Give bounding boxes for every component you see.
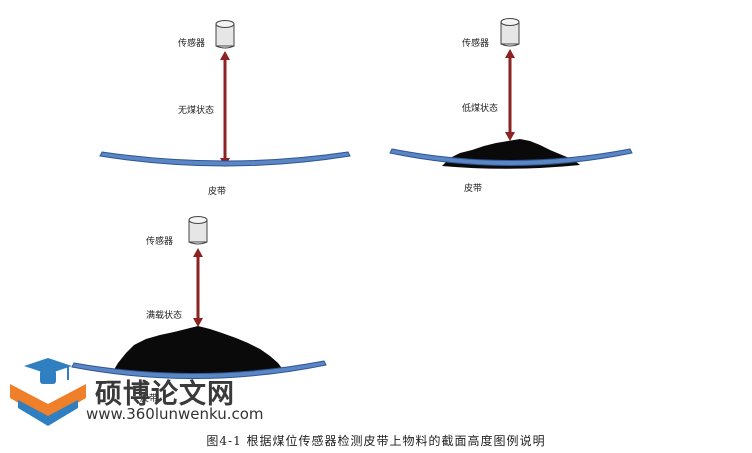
figure-caption: 图4-1 根据煤位传感器检测皮带上物料的截面高度图例说明 bbox=[206, 434, 546, 448]
measure-arrow bbox=[505, 49, 515, 141]
belt-label: 皮带 bbox=[208, 187, 227, 197]
sensor-icon bbox=[188, 216, 208, 245]
conveyor-belt bbox=[389, 148, 633, 166]
sensor-label: 传感器 bbox=[178, 39, 206, 49]
state-label: 无煤状态 bbox=[178, 106, 215, 116]
diagram-panel-empty: 传感器 无煤状态 皮带 bbox=[0, 0, 380, 210]
state-label: 低煤状态 bbox=[462, 104, 499, 114]
measure-arrow bbox=[220, 51, 230, 167]
state-label: 满载状态 bbox=[146, 311, 183, 321]
sensor-label: 传感器 bbox=[462, 39, 490, 49]
watermark-url: www.360lunwenku.com bbox=[86, 405, 264, 423]
sensor-icon bbox=[215, 20, 235, 49]
coal-pile bbox=[112, 326, 284, 377]
watermark-title: 硕博论文网 bbox=[95, 379, 235, 410]
panel-full-graphic bbox=[71, 216, 327, 380]
panel-low-graphic bbox=[389, 18, 633, 169]
panel-empty-graphic bbox=[99, 20, 351, 167]
diagram-panel-full: 传感器 满载状态 皮带 bbox=[0, 205, 380, 430]
sensor-icon bbox=[500, 18, 520, 47]
diagram-panel-low: 传感器 低煤状态 皮带 bbox=[380, 0, 752, 210]
conveyor-belt bbox=[99, 151, 351, 167]
belt-label: 皮带 bbox=[464, 184, 483, 194]
sensor-label: 传感器 bbox=[146, 237, 174, 247]
watermark-logo-icon bbox=[10, 358, 86, 426]
measure-arrow bbox=[193, 248, 203, 327]
conveyor-belt bbox=[71, 360, 327, 380]
belt-label: 皮带 bbox=[140, 394, 159, 404]
